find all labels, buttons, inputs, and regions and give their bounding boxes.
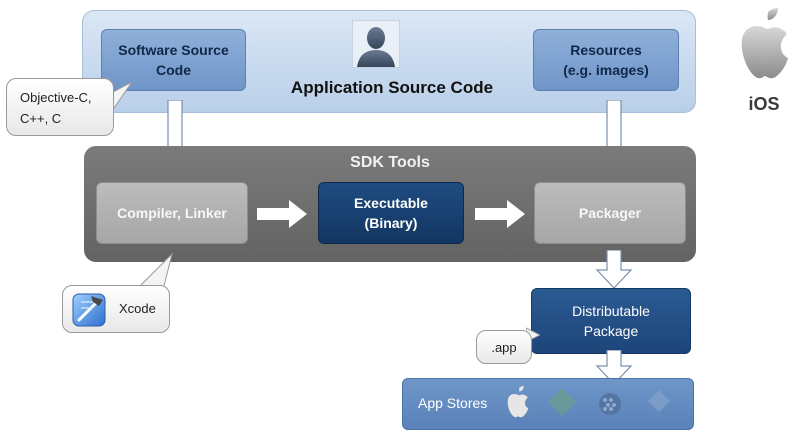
windows-store-icon xyxy=(648,390,670,412)
arrow-down-icon xyxy=(595,350,633,385)
software-source-code-line1: Software Source xyxy=(118,42,229,58)
packager-label: Packager xyxy=(578,205,642,221)
executable-line2: (Binary) xyxy=(364,215,418,231)
app-stores-label: App Stores xyxy=(418,395,488,411)
software-source-code-box: Software Source Code xyxy=(101,29,246,91)
blackberry-store-icon xyxy=(599,393,621,415)
xcode-callout: Xcode xyxy=(62,285,170,333)
resources-line2: (e.g. images) xyxy=(563,62,649,78)
distributable-line1: Distributable xyxy=(572,303,650,319)
user-avatar-icon xyxy=(352,20,400,68)
compiler-linker-label: Compiler, Linker xyxy=(117,205,227,221)
app-extension-label: .app xyxy=(491,339,517,355)
arrow-down-icon xyxy=(595,250,633,289)
xcode-label: Xcode xyxy=(119,301,156,316)
apple-logo-icon xyxy=(741,8,788,79)
languages-callout: Objective-C, C++, C xyxy=(6,78,114,136)
software-source-code-line2: Code xyxy=(156,62,191,78)
languages-line1: Objective-C, xyxy=(20,90,92,105)
android-store-icon xyxy=(548,388,576,416)
packager-box: Packager xyxy=(534,182,686,244)
app-extension-callout: .app xyxy=(476,330,532,364)
platform-label: iOS xyxy=(748,94,780,114)
distributable-line2: Package xyxy=(583,323,639,339)
arrow-right-icon xyxy=(475,200,525,228)
app-stores-bar xyxy=(402,378,694,430)
resources-line1: Resources xyxy=(570,42,642,58)
sdk-tools-title: SDK Tools xyxy=(350,154,430,171)
apple-store-icon xyxy=(507,386,529,418)
executable-binary-box: Executable (Binary) xyxy=(318,182,464,244)
compiler-linker-box: Compiler, Linker xyxy=(96,182,248,244)
application-source-code-title: Application Source Code xyxy=(290,78,494,97)
resources-box: Resources (e.g. images) xyxy=(533,29,679,91)
distributable-package-box: Distributable Package xyxy=(531,288,691,354)
arrow-right-icon xyxy=(257,200,307,228)
languages-line2: C++, C xyxy=(20,111,62,126)
xcode-icon xyxy=(72,293,106,327)
executable-line1: Executable xyxy=(354,195,428,211)
